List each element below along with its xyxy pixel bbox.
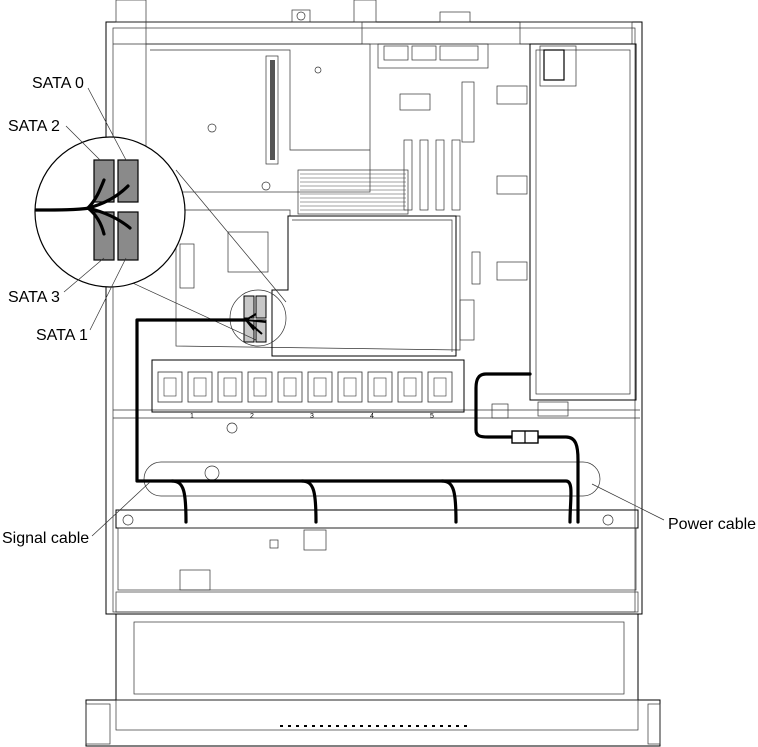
sata-1-label: SATA 1 xyxy=(36,327,88,344)
magnified-signal-cable xyxy=(34,178,132,236)
sata-3-label: SATA 3 xyxy=(8,289,60,306)
system-board xyxy=(175,43,489,351)
sata-0-port xyxy=(117,159,139,203)
fan-number-5: 5 xyxy=(430,413,434,420)
riser-card-area xyxy=(145,43,371,193)
drive-backplane xyxy=(115,509,639,591)
signal-cable-drop-2 xyxy=(300,479,318,524)
drive-bay-latches xyxy=(115,591,639,613)
fan-unit xyxy=(337,371,393,403)
power-cable xyxy=(474,372,580,524)
signal-cable-drop-3 xyxy=(440,479,458,524)
fan-number-1: 1 xyxy=(190,413,194,420)
sata-connector-block xyxy=(243,295,267,343)
air-baffle xyxy=(271,215,457,357)
power-supply-bay xyxy=(491,43,637,419)
fan-unit xyxy=(397,371,453,403)
fan-unit xyxy=(157,371,213,403)
cable-channel xyxy=(143,461,601,497)
fan-unit xyxy=(217,371,273,403)
fan-number-3: 3 xyxy=(310,413,314,420)
fan-number-2: 2 xyxy=(250,413,254,420)
signal-cable-label: Signal cable xyxy=(2,530,89,547)
fan-number-4: 4 xyxy=(370,413,374,420)
sata-2-label: SATA 2 xyxy=(8,118,60,135)
board-cable-fanout xyxy=(245,313,267,335)
fan-unit xyxy=(277,371,333,403)
front-drive-bay xyxy=(85,613,661,747)
signal-cable xyxy=(135,318,573,524)
sata-0-label: SATA 0 xyxy=(32,75,84,92)
signal-cable-drop-1 xyxy=(170,479,188,524)
leader-lines xyxy=(63,87,665,537)
power-cable-label: Power cable xyxy=(668,516,756,533)
sata-1-port xyxy=(117,211,139,261)
fan-assembly xyxy=(113,359,640,434)
